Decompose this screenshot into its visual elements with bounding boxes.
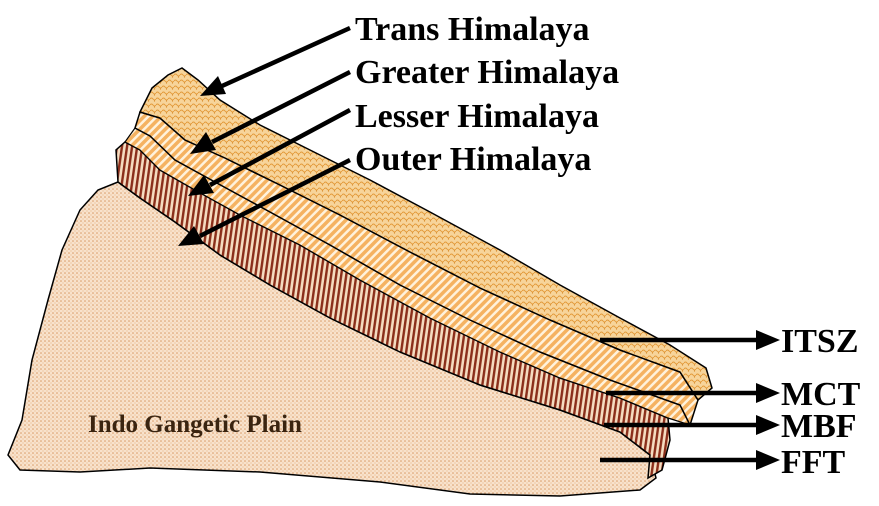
label-outer-himalaya: Outer Himalaya [355, 141, 591, 178]
label-greater-himalaya: Greater Himalaya [355, 54, 619, 91]
label-itsz: ITSZ [781, 323, 859, 360]
label-trans-himalaya: Trans Himalaya [355, 11, 590, 48]
label-fft: FFT [781, 444, 846, 481]
label-indo-gangetic-plain: Indo Gangetic Plain [88, 411, 302, 438]
label-lesser-himalaya: Lesser Himalaya [355, 98, 599, 135]
label-mbf: MBF [781, 408, 857, 445]
